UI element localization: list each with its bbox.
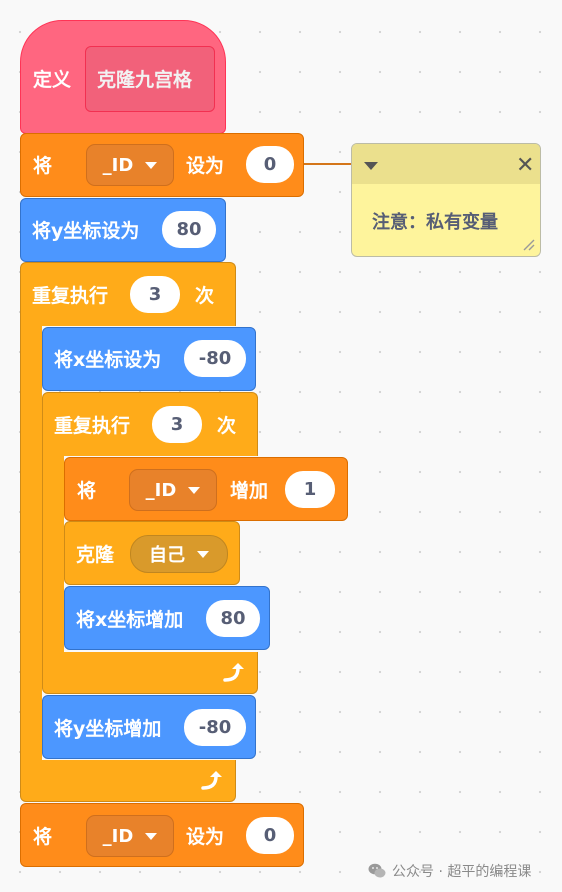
set-variable-prefix: 将: [33, 155, 53, 177]
watermark-text: 公众号 · 超平的编程课: [392, 864, 532, 880]
chevron-down-icon: [145, 832, 158, 840]
change-variable-block[interactable]: 将 _ID 增加 1: [64, 457, 348, 521]
comment-connector: [304, 163, 352, 165]
change-x-block[interactable]: 将x坐标增加 80: [64, 586, 270, 650]
change-y-label: 将y坐标增加: [54, 718, 162, 740]
clone-target-dropdown[interactable]: 自己: [130, 535, 228, 573]
variable-name: _ID: [102, 154, 134, 176]
repeat-inner-suffix: 次: [217, 415, 237, 437]
variable-dropdown[interactable]: _ID: [129, 469, 217, 511]
define-label: 定义: [33, 69, 72, 91]
clone-label: 克隆: [76, 544, 115, 566]
repeat-inner-label: 重复执行: [54, 415, 131, 437]
chevron-down-icon: [145, 161, 158, 169]
repeat-outer-times-input[interactable]: 3: [130, 276, 180, 313]
clone-target: 自己: [149, 545, 185, 566]
repeat-inner-times-input[interactable]: 3: [152, 406, 202, 443]
chevron-down-icon: [197, 550, 209, 558]
set-y-value-input[interactable]: 80: [162, 211, 216, 248]
loop-arrow-icon: [201, 771, 222, 790]
repeat-outer-suffix: 次: [195, 285, 215, 307]
change-variable-prefix: 将: [77, 480, 97, 502]
set-variable-middle: 设为: [186, 155, 225, 177]
comment-note[interactable]: ✕ 注意：私有变量: [351, 143, 541, 257]
repeat-outer-label: 重复执行: [32, 285, 109, 307]
set-variable-prefix: 将: [33, 826, 53, 848]
set-x-block[interactable]: 将x坐标设为 -80: [42, 327, 256, 391]
set-y-label: 将y坐标设为: [32, 220, 140, 242]
repeat-outer-block[interactable]: 重复执行 3 次: [20, 262, 236, 326]
change-variable-middle: 增加: [230, 480, 269, 502]
set-x-value-input[interactable]: -80: [184, 340, 246, 377]
set-variable-block[interactable]: 将 _ID 设为 0: [20, 133, 304, 197]
close-icon[interactable]: ✕: [516, 153, 535, 178]
loop-arrow-icon: [223, 663, 244, 682]
resize-handle-icon[interactable]: [522, 238, 536, 252]
define-block[interactable]: 定义 克隆九宫格: [20, 20, 226, 134]
change-x-label: 将x坐标增加: [76, 609, 184, 631]
chevron-down-icon: [188, 486, 201, 494]
wechat-icon: [368, 863, 386, 878]
value-input[interactable]: 0: [246, 146, 294, 183]
custom-block-name: 克隆九宫格: [97, 69, 193, 91]
variable-name: _ID: [145, 479, 177, 501]
change-value-input[interactable]: 1: [285, 471, 335, 508]
variable-name: _ID: [102, 825, 134, 847]
set-x-label: 将x坐标设为: [54, 349, 162, 371]
value-input[interactable]: 0: [246, 817, 294, 854]
repeat-outer-foot[interactable]: [20, 760, 236, 802]
watermark: 公众号 · 超平的编程课: [368, 861, 531, 881]
variable-dropdown[interactable]: _ID: [86, 815, 174, 857]
clone-block[interactable]: 克隆 自己: [64, 521, 240, 585]
set-y-block[interactable]: 将y坐标设为 80: [20, 198, 226, 262]
repeat-inner-foot[interactable]: [42, 652, 258, 694]
set-variable-block[interactable]: 将 _ID 设为 0: [20, 803, 304, 867]
set-variable-middle: 设为: [186, 826, 225, 848]
variable-dropdown[interactable]: _ID: [86, 144, 174, 186]
repeat-inner-arm: [42, 455, 64, 655]
repeat-outer-arm: [20, 325, 42, 763]
change-x-value-input[interactable]: 80: [206, 600, 260, 637]
change-y-value-input[interactable]: -80: [184, 709, 246, 746]
custom-block-prototype[interactable]: 克隆九宫格: [85, 46, 215, 112]
comment-text: 注意：私有变量: [372, 212, 498, 233]
change-y-block[interactable]: 将y坐标增加 -80: [42, 695, 256, 759]
collapse-icon[interactable]: [364, 162, 378, 170]
comment-header[interactable]: [352, 144, 540, 184]
repeat-inner-block[interactable]: 重复执行 3 次: [42, 392, 258, 456]
